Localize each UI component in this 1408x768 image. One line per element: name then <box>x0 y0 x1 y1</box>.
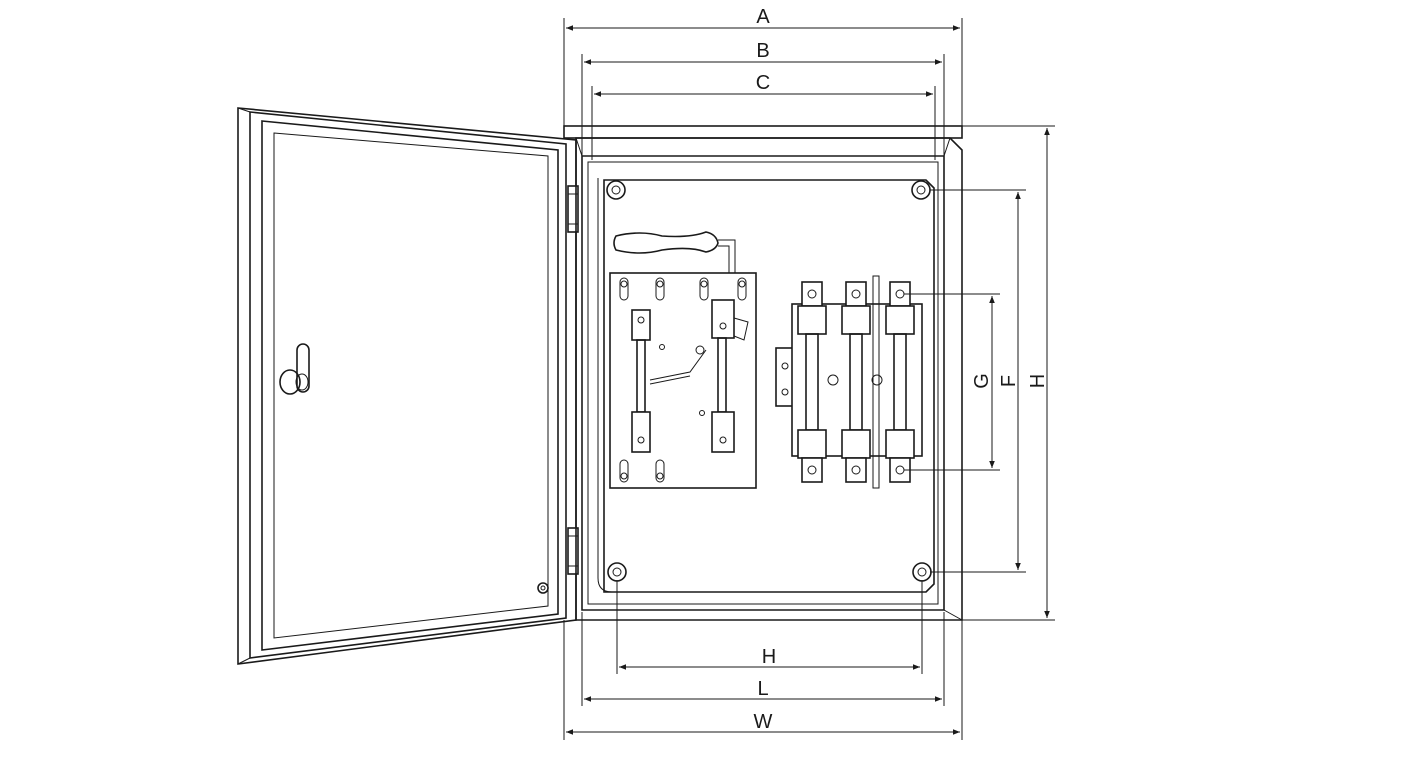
label-A: A <box>756 6 770 28</box>
fuse-1 <box>797 281 827 483</box>
label-L: L <box>757 678 768 700</box>
right-extension-lines <box>904 125 1055 621</box>
top-extension-lines <box>563 18 963 160</box>
isolator-switch <box>609 231 757 489</box>
bottom-extension-lines <box>563 580 963 740</box>
door-lock-knob <box>537 582 549 594</box>
switch-bottom-terminals <box>619 459 665 483</box>
label-W: W <box>754 711 773 733</box>
open-door <box>237 107 577 665</box>
label-F: F <box>998 375 1020 387</box>
fuse-2 <box>841 281 871 483</box>
fuse-holder-assembly <box>775 275 923 489</box>
enclosure-body <box>563 125 963 621</box>
label-H-mounting: H <box>762 646 776 668</box>
label-G: G <box>971 373 993 389</box>
switch-top-terminals <box>619 277 747 301</box>
label-C: C <box>756 72 770 94</box>
label-H-height: H <box>1027 374 1049 388</box>
label-B: B <box>756 40 769 62</box>
door-latch-handle <box>279 343 310 395</box>
